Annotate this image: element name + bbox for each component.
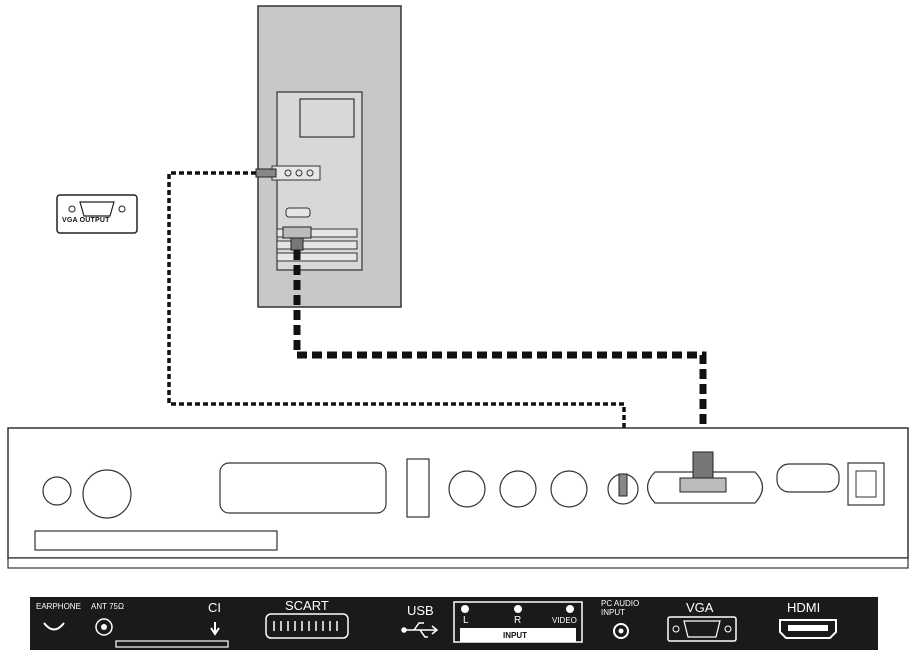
vga-cable bbox=[293, 250, 707, 452]
pc-expansion-slot bbox=[276, 252, 358, 262]
earphone-port-outline bbox=[42, 476, 72, 506]
input-r-jack-icon bbox=[514, 605, 522, 613]
input-video-port-outline bbox=[550, 470, 588, 508]
hdmi-connector-icon bbox=[779, 619, 837, 639]
pc-tower bbox=[255, 5, 402, 308]
input-group-label: INPUT bbox=[503, 631, 527, 640]
usb-label: USB bbox=[407, 603, 434, 618]
power-socket-outline bbox=[847, 462, 885, 506]
usb-icon bbox=[401, 622, 439, 638]
scart-label: SCART bbox=[285, 598, 329, 613]
hdmi-label: HDMI bbox=[787, 600, 821, 615]
tv-rear-body bbox=[7, 427, 909, 569]
pc-expansion-slot bbox=[276, 228, 358, 238]
antenna-jack-icon bbox=[95, 618, 113, 636]
pc-expansion-slot bbox=[276, 240, 358, 250]
input-l-jack-icon bbox=[461, 605, 469, 613]
earphone-label: EARPHONE bbox=[36, 602, 81, 611]
vga-output-label: VGA OUTPUT bbox=[62, 217, 110, 224]
connector-panel bbox=[30, 597, 878, 650]
audio-plug-pc bbox=[255, 168, 277, 178]
headphone-icon bbox=[43, 622, 65, 631]
input-r-label: R bbox=[514, 615, 522, 626]
pc-audio-jack-icon bbox=[613, 623, 629, 639]
antenna-port-outline bbox=[82, 469, 132, 519]
input-l-port-outline bbox=[448, 470, 486, 508]
input-l-label: L bbox=[463, 615, 469, 626]
vga-plug-tv bbox=[679, 477, 727, 493]
ci-label: CI bbox=[208, 600, 221, 615]
pc-vga-port bbox=[285, 207, 311, 218]
vga-port-outline bbox=[646, 471, 764, 504]
vga-label: VGA bbox=[686, 600, 714, 615]
pc-power-supply bbox=[299, 98, 355, 138]
input-video-label: VIDEO bbox=[552, 616, 577, 625]
pc-audio-label: PC AUDIO bbox=[601, 599, 640, 608]
ci-arrow-icon bbox=[210, 622, 220, 636]
usb-port-outline bbox=[406, 458, 430, 518]
hdmi-port-outline bbox=[776, 463, 840, 493]
input-r-port-outline bbox=[499, 470, 537, 508]
vga-output-icon bbox=[56, 194, 138, 234]
vga-plug-pc bbox=[282, 226, 312, 239]
scart-port-outline bbox=[219, 462, 387, 514]
ci-slot-outline bbox=[34, 530, 278, 551]
audio-plug-tv bbox=[618, 473, 628, 497]
pc-audio-input-label: INPUT bbox=[601, 608, 625, 617]
vga-connector-icon bbox=[667, 616, 737, 642]
antenna-label: ANT 75Ω bbox=[91, 602, 124, 611]
ci-slot-icon bbox=[115, 640, 229, 648]
scart-connector-icon bbox=[265, 613, 349, 639]
input-video-jack-icon bbox=[566, 605, 574, 613]
